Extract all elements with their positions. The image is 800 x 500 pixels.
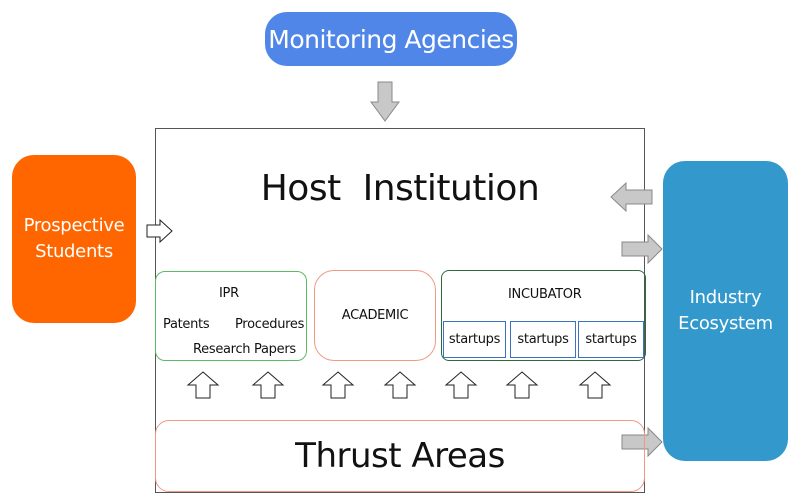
- up-arrow-outline-icon: [186, 371, 220, 399]
- monitoring-agencies-label: Monitoring Agencies: [268, 24, 514, 54]
- ipr-item-research-papers: Research Papers: [193, 342, 296, 357]
- ipr-box: [155, 271, 307, 361]
- startup-box: startups: [443, 321, 506, 358]
- host-institution-frame: [155, 128, 645, 493]
- startup-box: startups: [578, 321, 644, 358]
- up-arrow-outline-icon: [321, 371, 355, 399]
- right-arrow-outline-icon: [146, 218, 173, 244]
- incubator-box: [441, 270, 646, 361]
- ipr-item-patents: Patents: [163, 317, 210, 332]
- thrust-areas-box: Thrust Areas: [155, 420, 645, 492]
- startup-label: startups: [448, 332, 501, 347]
- startup-label: startups: [517, 332, 569, 347]
- incubator-title: INCUBATOR: [508, 287, 582, 302]
- prospective-students-box: Prospective Students: [12, 155, 136, 323]
- right-arrow-icon: [621, 233, 663, 265]
- prospective-line1: Prospective: [23, 215, 125, 236]
- thrust-areas-label: Thrust Areas: [295, 436, 505, 476]
- up-arrow-outline-icon: [505, 371, 539, 399]
- up-arrow-outline-icon: [251, 371, 285, 399]
- monitoring-agencies-box: Monitoring Agencies: [265, 12, 517, 66]
- host-institution-title-text: Host Institution: [260, 167, 540, 209]
- host-institution-title: Host Institution: [156, 160, 644, 216]
- ipr-title: IPR: [219, 286, 239, 301]
- industry-ecosystem-box: Industry Ecosystem: [663, 161, 788, 461]
- ipr-item-procedures: Procedures: [235, 317, 305, 332]
- industry-line1: Industry: [689, 287, 762, 308]
- startup-label: startups: [585, 332, 637, 347]
- academic-box: ACADEMIC: [314, 270, 436, 361]
- industry-line2: Ecosystem: [678, 313, 773, 334]
- right-arrow-icon: [621, 426, 663, 458]
- down-arrow-icon: [370, 81, 400, 122]
- startup-box: startups: [510, 321, 576, 358]
- academic-title: ACADEMIC: [341, 308, 409, 323]
- up-arrow-outline-icon: [578, 371, 612, 399]
- up-arrow-outline-icon: [444, 371, 478, 399]
- up-arrow-outline-icon: [383, 371, 417, 399]
- prospective-line2: Students: [35, 241, 113, 262]
- left-arrow-icon: [610, 181, 653, 213]
